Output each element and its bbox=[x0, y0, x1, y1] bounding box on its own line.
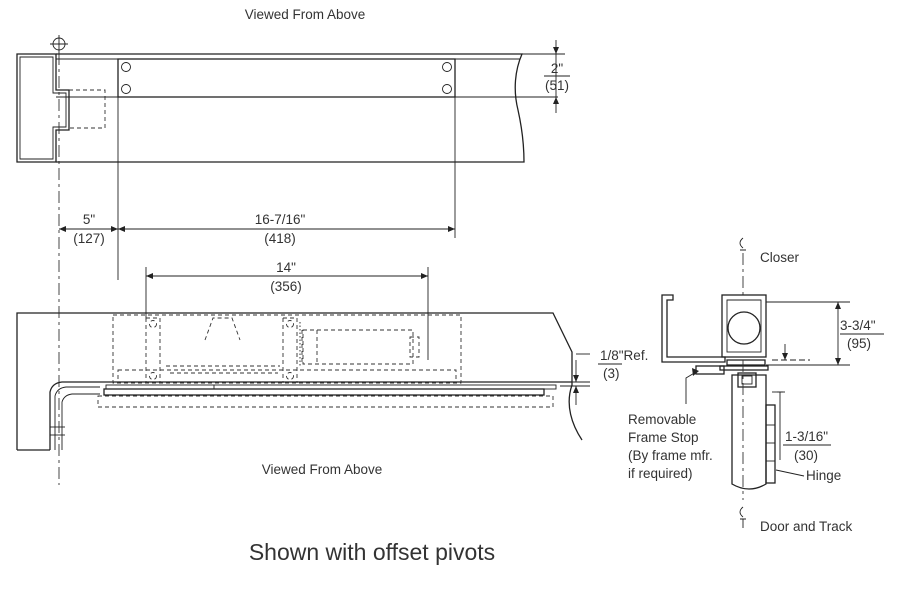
dim-closer-height-in: 3-3/4" bbox=[840, 318, 876, 333]
top-view-title: Viewed From Above bbox=[245, 7, 366, 22]
caption: Shown with offset pivots bbox=[249, 539, 495, 565]
pivot-symbol-icon bbox=[50, 35, 68, 53]
dim-body-length-in: 14" bbox=[276, 260, 296, 275]
track-assembly bbox=[103, 388, 545, 396]
frame-header bbox=[16, 312, 583, 450]
door-hidden bbox=[97, 395, 554, 408]
label-door-track: Door and Track bbox=[760, 519, 853, 534]
bottom-view-title: Viewed From Above bbox=[262, 462, 383, 477]
bottom-view: 1/8"Ref. (3) Viewed From Above bbox=[16, 312, 648, 477]
top-view: Viewed From Above 2" (51) bbox=[16, 7, 570, 485]
dim-track-length-mm: (418) bbox=[264, 231, 296, 246]
dim-offset-mm: (127) bbox=[73, 231, 105, 246]
dim-hinge-offset-mm: (30) bbox=[794, 448, 818, 463]
track-top bbox=[56, 53, 525, 163]
dim-ref-in: 1/8"Ref. bbox=[600, 348, 648, 363]
label-frame-stop-1: Removable bbox=[628, 412, 696, 427]
mounting-plate bbox=[117, 58, 456, 98]
label-frame-stop-2: Frame Stop bbox=[628, 430, 699, 445]
label-closer: Closer bbox=[760, 250, 800, 265]
label-hinge: Hinge bbox=[806, 468, 841, 483]
dim-body-length-mm: (356) bbox=[270, 279, 302, 294]
dim-closer-height-mm: (95) bbox=[847, 336, 871, 351]
frame-channel bbox=[661, 294, 726, 363]
label-frame-stop-4: if required) bbox=[628, 466, 693, 481]
frame-jamb bbox=[16, 53, 70, 163]
section-view: Closer Door and Track 3-3/4" (9 bbox=[628, 237, 884, 534]
door-section bbox=[731, 374, 767, 490]
label-frame-stop-3: (By frame mfr. bbox=[628, 448, 713, 463]
dim-track-height-in: 2" bbox=[551, 61, 564, 76]
closer-housing bbox=[721, 294, 767, 358]
dim-hinge-offset-in: 1-3/16" bbox=[785, 429, 828, 444]
dim-track-height-mm: (51) bbox=[545, 78, 569, 93]
dim-ref-mm: (3) bbox=[603, 366, 620, 381]
hinge bbox=[765, 404, 776, 484]
dim-track-length-in: 16-7/16" bbox=[255, 212, 306, 227]
dim-offset-in: 5" bbox=[83, 212, 96, 227]
